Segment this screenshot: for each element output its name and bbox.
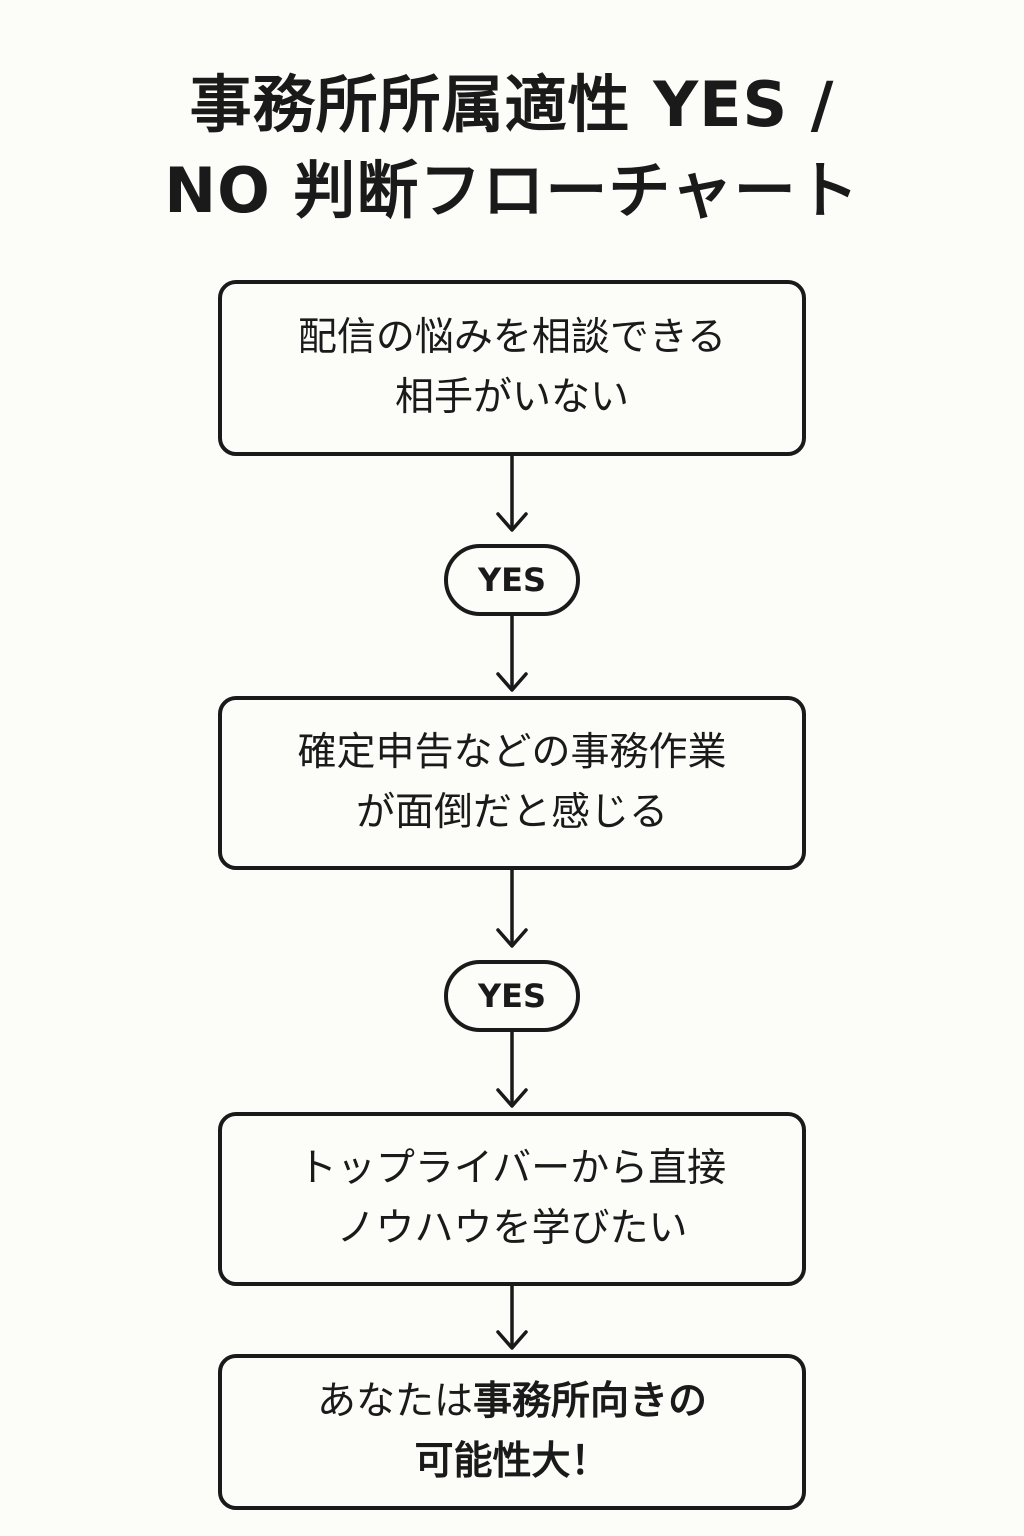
question-1-line-1: 配信の悩みを相談できる bbox=[297, 315, 727, 360]
question-box-1: 配信の悩みを相談できる 相手がいない bbox=[218, 280, 806, 456]
question-box-2: 確定申告などの事務作業 が面倒だと感じる bbox=[218, 696, 806, 870]
question-3-line-1: トップライバーから直接 bbox=[297, 1146, 727, 1191]
result-box: あなたは事務所向きの 可能性大！ bbox=[218, 1354, 806, 1510]
arrowhead-2 bbox=[496, 672, 528, 692]
yes-node-1: YES bbox=[444, 544, 580, 616]
title-line-2: NO 判断フローチャート bbox=[164, 154, 860, 227]
result-line-1-bold: 事務所向きの bbox=[473, 1379, 708, 1424]
arrowhead-1 bbox=[496, 512, 528, 532]
yes-label-2: YES bbox=[477, 977, 547, 1015]
question-box-3: トップライバーから直接 ノウハウを学びたい bbox=[218, 1112, 806, 1286]
yes-label-1: YES bbox=[477, 561, 547, 599]
question-3-line-2: ノウハウを学びたい bbox=[336, 1206, 688, 1251]
question-1-line-2: 相手がいない bbox=[394, 375, 629, 420]
result-line-2: 可能性大！ bbox=[414, 1439, 610, 1484]
yes-node-2: YES bbox=[444, 960, 580, 1032]
title-line-1: 事務所所属適性 YES / bbox=[189, 68, 835, 141]
arrowhead-5 bbox=[496, 1330, 528, 1350]
page-title: 事務所所属適性 YES / NO 判断フローチャート bbox=[0, 62, 1024, 234]
question-2-line-2: が面倒だと感じる bbox=[355, 790, 668, 835]
arrowhead-3 bbox=[496, 928, 528, 948]
arrowhead-4 bbox=[496, 1088, 528, 1108]
result-line-1: あなたは事務所向きの bbox=[317, 1372, 707, 1432]
question-2-line-1: 確定申告などの事務作業 bbox=[297, 730, 727, 775]
result-line-1-plain: あなたは bbox=[316, 1379, 473, 1424]
